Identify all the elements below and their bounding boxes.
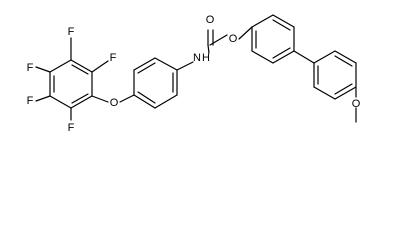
- methoxy-oxygen-label: O: [352, 98, 361, 110]
- amide-hydrogen-label: H: [202, 52, 210, 64]
- biaryl-bond: [293, 50, 315, 64]
- fluorine-bonds: [35, 37, 109, 121]
- fluorine-top-right-label: F: [110, 52, 117, 64]
- ester-phenyl-ring: [238, 14, 295, 64]
- ether-linkage: [91, 94, 135, 103]
- fluorine-left-upper-label: F: [27, 62, 34, 74]
- fluorine-top-left-label: F: [68, 26, 75, 38]
- pentafluorophenyl-ring: [49, 59, 93, 109]
- fluorine-left-lower-label: F: [27, 95, 34, 107]
- molecule-diagram: F F F F F O N H O O O: [27, 14, 361, 134]
- carbamate-group: [176, 29, 228, 71]
- fluorine-bottom-label: F: [68, 122, 75, 134]
- carbonyl-oxygen-label: O: [206, 14, 215, 26]
- amide-nitrogen-label: N: [193, 52, 201, 64]
- ether-oxygen-label: O: [110, 97, 119, 109]
- middle-phenyl-ring: [133, 57, 178, 109]
- methoxyphenyl-ring: [313, 50, 357, 100]
- structure-drawing: F F F F F O N H O O O: [27, 14, 361, 134]
- ester-oxygen-label: O: [229, 33, 238, 45]
